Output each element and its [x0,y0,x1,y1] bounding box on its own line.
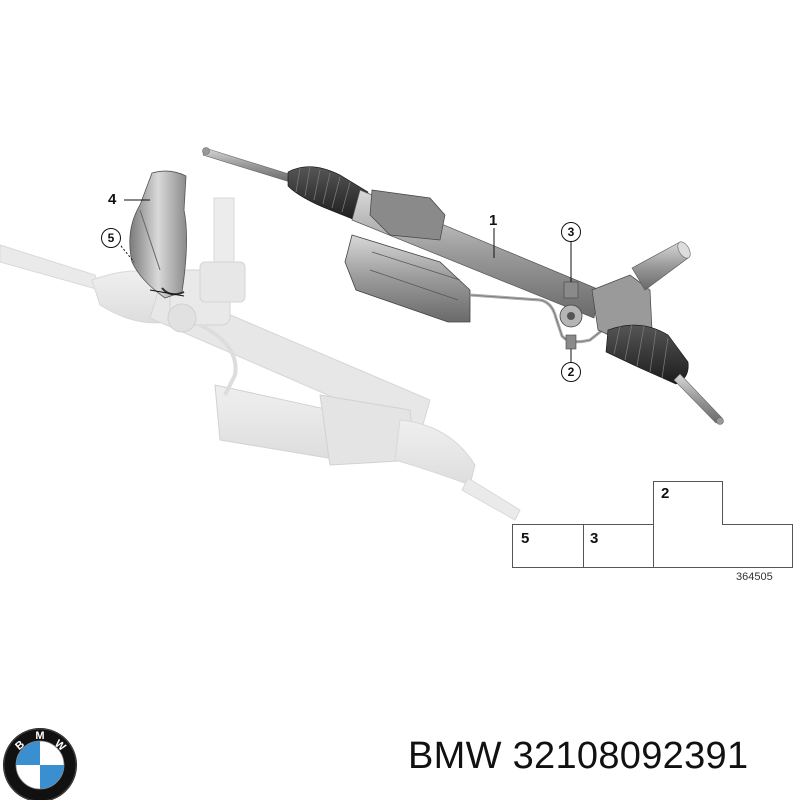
parts-cell-number: 5 [521,530,530,547]
parts-cell-2[interactable]: 2 [653,481,723,568]
parts-cell-number: 2 [661,485,670,502]
ghost-steering-rack [0,197,521,521]
callout-2[interactable]: 2 [561,362,581,382]
parts-cell-3[interactable]: 3 [583,524,654,568]
callout-4[interactable]: 4 [108,191,117,208]
parts-cell-arrow [722,524,793,568]
leader-lines [120,199,572,362]
callout-5[interactable]: 5 [101,228,121,248]
parts-cell-5[interactable]: 5 [512,524,584,568]
main-steering-rack [202,147,724,425]
parts-cell-number: 3 [590,530,599,547]
callout-1[interactable]: 1 [489,212,498,229]
diagram-id-number: 364505 [736,571,773,583]
svg-text:M: M [35,730,44,742]
callout-3[interactable]: 3 [561,222,581,242]
bmw-logo-graphic: B M W [3,728,77,802]
part-number-title: BMW 32108092391 [408,735,749,777]
bmw-logo [3,727,79,803]
